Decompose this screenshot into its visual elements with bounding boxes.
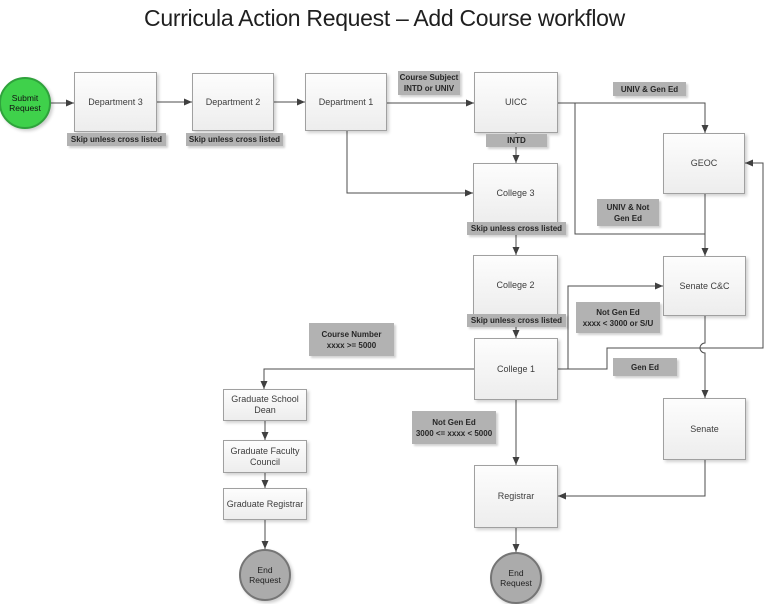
end-node-graduate-path: End Request: [239, 549, 291, 601]
edge-senate-cc-senate: [699, 316, 709, 398]
end-node-registrar-path: End Request: [490, 552, 542, 604]
node-graduate-school-dean: Graduate School Dean: [223, 389, 307, 421]
node-college-2: College 2: [473, 255, 558, 315]
label-skip-unless-cross-listed-dept3: Skip unless cross listed: [67, 133, 166, 146]
edge-senate-registrar: [558, 460, 706, 500]
node-department-2: Department 2: [192, 73, 274, 131]
label-skip-unless-cross-listed-college3: Skip unless cross listed: [467, 222, 566, 235]
node-senate-cc: Senate C&C: [663, 256, 746, 316]
node-department-1: Department 1: [305, 73, 387, 131]
page-title: Curricula Action Request – Add Course wo…: [144, 5, 625, 31]
label-not-gen-ed-below-3000-or-su: Not Gen Ed xxxx < 3000 or S/U: [576, 302, 660, 333]
label-univ-and-gen-ed: UNIV & Gen Ed: [613, 82, 686, 96]
node-uicc: UICC: [474, 72, 558, 133]
edge-uicc-geoc: [558, 102, 709, 133]
edge-college1-grad-school-dean: [260, 368, 474, 389]
label-skip-unless-cross-listed-dept2: Skip unless cross listed: [186, 133, 283, 146]
node-department-3: Department 3: [74, 72, 157, 132]
label-gen-ed: Gen Ed: [613, 358, 677, 376]
label-not-gen-ed-3000-to-5000: Not Gen Ed 3000 <= xxxx < 5000: [412, 411, 496, 444]
start-node-submit-request: Submit Request: [0, 77, 51, 129]
node-geoc: GEOC: [663, 133, 745, 194]
node-graduate-faculty-council: Graduate Faculty Council: [223, 440, 307, 473]
node-college-3: College 3: [473, 163, 558, 223]
label-intd: INTD: [486, 134, 547, 147]
node-graduate-registrar: Graduate Registrar: [223, 488, 307, 520]
label-univ-and-not-gen-ed: UNIV & Not Gen Ed: [597, 199, 659, 226]
label-course-subject-intd-or-univ: Course Subject INTD or UNIV: [398, 71, 460, 95]
label-skip-unless-cross-listed-college2: Skip unless cross listed: [467, 314, 566, 327]
node-registrar: Registrar: [474, 465, 558, 528]
label-course-number-5000-plus: Course Number xxxx >= 5000: [309, 323, 394, 356]
node-senate: Senate: [663, 398, 746, 460]
node-college-1: College 1: [474, 338, 558, 400]
edge-dept1-college3: [346, 131, 473, 197]
